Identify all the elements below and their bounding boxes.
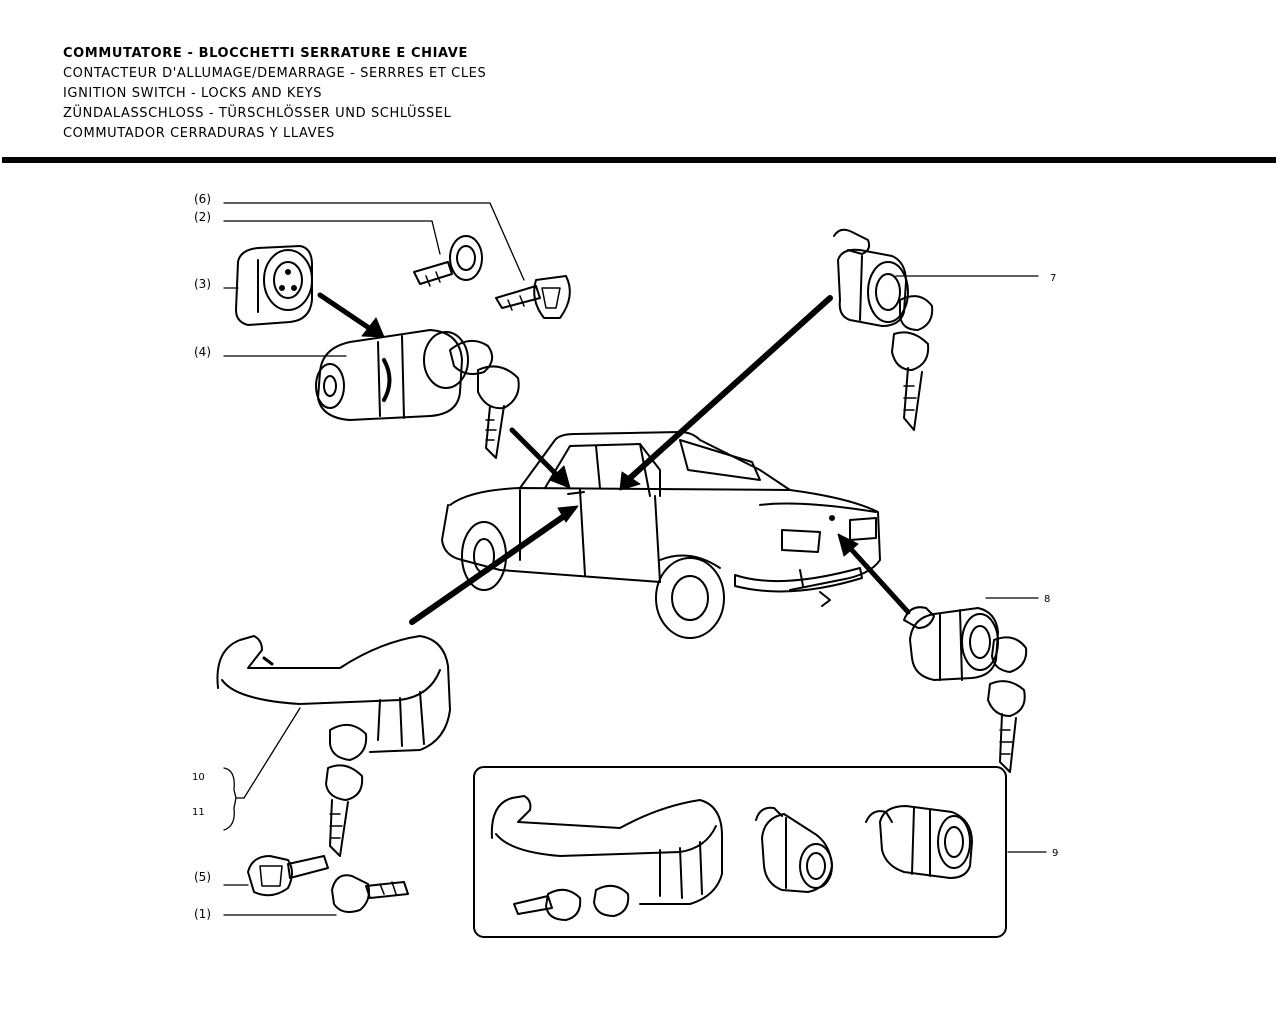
callout-5: (5)	[194, 870, 211, 884]
title-german: ZÜNDALASSCHLOSS - TÜRSCHLÖSSER UND SCHLÜ…	[63, 106, 452, 121]
ignition-cap	[235, 245, 313, 326]
title-english: IGNITION SWITCH - LOCKS AND KEYS	[63, 86, 323, 101]
callout-9: 9	[1052, 848, 1058, 859]
callout-7: 7	[1050, 273, 1056, 284]
callout-11: 11	[192, 807, 205, 818]
callout-10: 10	[192, 772, 205, 783]
door-handle	[216, 635, 451, 857]
arrows	[317, 292, 911, 625]
trunk-lock-8	[903, 606, 1028, 773]
key-6	[495, 275, 571, 319]
callout-labels: (6) (2) (3) (4) (5) (1) 7 8 9 10 11	[192, 192, 1058, 921]
callout-3: (3)	[194, 277, 211, 291]
title-block: COMMUTATORE - BLOCCHETTI SERRATURE E CHI…	[63, 44, 486, 144]
header-divider	[2, 157, 1276, 163]
callout-4: (4)	[194, 345, 211, 359]
callout-1: (1)	[194, 907, 211, 921]
key-1	[331, 874, 409, 913]
key-2	[413, 235, 483, 287]
kit-9-box	[473, 766, 1007, 938]
door-lock-7	[833, 228, 934, 431]
callout-8: 8	[1044, 594, 1050, 605]
leader-lines	[223, 202, 1047, 916]
ignition-switch	[315, 329, 520, 459]
key-5	[247, 855, 329, 897]
callout-6: (6)	[194, 192, 211, 206]
car-illustration	[441, 431, 881, 639]
callout-2: (2)	[194, 210, 211, 224]
title-french: CONTACTEUR D'ALLUMAGE/DEMARRAGE - SERRRE…	[63, 66, 487, 81]
title-spanish: COMMUTADOR CERRADURAS Y LLAVES	[63, 126, 335, 141]
title-italian: COMMUTATORE - BLOCCHETTI SERRATURE E CHI…	[63, 46, 468, 61]
